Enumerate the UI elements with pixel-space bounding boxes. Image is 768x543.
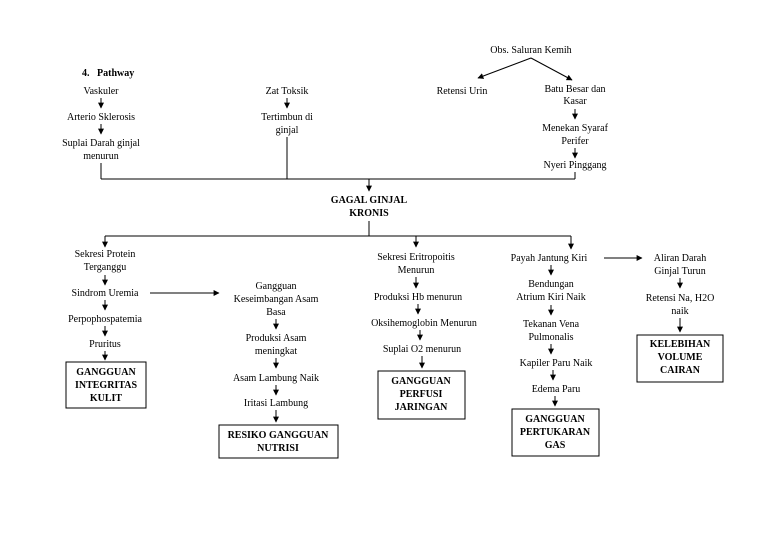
box-pertukaran-gas [511, 408, 600, 457]
node-sekresi-protein-1: Sekresi Protein [75, 249, 136, 260]
node-produksi-hb: Produksi Hb menurun [374, 292, 462, 303]
node-vaskuler: Vaskuler [84, 86, 120, 97]
node-batu-2: Kasar [563, 96, 587, 107]
box-resiko-nutrisi [218, 424, 339, 459]
box-resiko-nutrisi-2: NUTRISI [257, 443, 299, 454]
node-tekanan-vena-2: Pulmonalis [528, 332, 573, 343]
node-menekan-2: Perifer [561, 136, 589, 147]
node-aliran-darah-2: Ginjal Turun [654, 266, 705, 277]
node-bendungan-1: Bendungan [528, 279, 574, 290]
box-perfusi-jaringan-2: PERFUSI [400, 389, 443, 400]
node-obs: Obs. Saluran Kemih [490, 45, 571, 56]
node-tekanan-vena-1: Tekanan Vena [523, 319, 580, 330]
node-gangguan-asam-1: Gangguan [255, 281, 296, 292]
node-sekresi-eritro-1: Sekresi Eritropoitis [377, 252, 455, 263]
node-sindrom-uremia: Sindrom Uremia [72, 288, 139, 299]
box-perfusi-jaringan [377, 370, 466, 420]
box-pertukaran-gas-1: GANGGUAN [525, 414, 585, 425]
node-iritasi-lambung: Iritasi Lambung [244, 398, 308, 409]
box-integritas-kulit [65, 361, 147, 409]
node-sekresi-eritro-2: Menurun [398, 265, 435, 276]
node-produksi-asam-2: meningkat [255, 346, 297, 357]
node-bendungan-2: Atrium Kiri Naik [516, 292, 585, 303]
box-perfusi-jaringan-3: JARINGAN [395, 402, 449, 413]
box-kelebihan-volume-2: VOLUME [658, 352, 703, 363]
box-pertukaran-gas-2: PERTUKARAN [520, 427, 591, 438]
node-retensi-na-2: naik [671, 306, 688, 317]
node-nyeri: Nyeri Pinggang [543, 160, 606, 171]
node-kapiler-paru: Kapiler Paru Naik [520, 358, 593, 369]
node-menekan-1: Menekan Syaraf [542, 123, 608, 134]
box-integritas-kulit-3: KULIT [90, 393, 123, 404]
node-perpophospatemia: Perpophospatemia [68, 314, 142, 325]
arrow-obs-batu [530, 57, 573, 81]
node-suplai-2: menurun [83, 151, 119, 162]
node-tertimbun-1: Tertimbun di [261, 112, 313, 123]
box-kelebihan-volume-1: KELEBIHAN [650, 339, 711, 350]
node-suplai-1: Suplai Darah ginjal [62, 138, 140, 149]
node-tertimbun-2: ginjal [276, 125, 299, 136]
box-kelebihan-volume-3: CAIRAN [660, 365, 701, 376]
node-arterio: Arterio Sklerosis [67, 112, 135, 123]
node-gangguan-asam-2: Keseimbangan Asam [234, 294, 319, 305]
node-aliran-darah-1: Aliran Darah [654, 253, 706, 264]
node-asam-lambung: Asam Lambung Naik [233, 373, 319, 384]
node-payah-jantung: Payah Jantung Kiri [511, 253, 588, 264]
node-edema-paru: Edema Paru [532, 384, 581, 395]
node-oksihemoglobin: Oksihemoglobin Menurun [371, 318, 477, 329]
box-resiko-nutrisi-1: RESIKO GANGGUAN [228, 430, 330, 441]
node-pruritus: Pruritus [89, 339, 121, 350]
node-gangguan-asam-3: Basa [266, 307, 286, 318]
section-title: Pathway [97, 68, 134, 79]
arrow-obs-retensi [477, 57, 532, 79]
node-batu-1: Batu Besar dan [544, 84, 605, 95]
node-retensi-urin: Retensi Urin [437, 86, 488, 97]
box-integritas-kulit-2: INTEGRITAS [75, 380, 137, 391]
node-gagal-ginjal-2: KRONIS [349, 208, 389, 219]
node-gagal-ginjal-1: GAGAL GINJAL [331, 195, 408, 206]
node-zat-toksik: Zat Toksik [266, 86, 309, 97]
node-retensi-na-1: Retensi Na, H2O [646, 293, 715, 304]
node-sekresi-protein-2: Terganggu [84, 262, 126, 273]
box-integritas-kulit-1: GANGGUAN [76, 367, 136, 378]
node-suplai-o2: Suplai O2 menurun [383, 344, 461, 355]
node-produksi-asam-1: Produksi Asam [246, 333, 307, 344]
box-pertukaran-gas-3: GAS [545, 440, 566, 451]
box-kelebihan-volume [636, 334, 724, 383]
box-perfusi-jaringan-1: GANGGUAN [391, 376, 451, 387]
section-number: 4. [82, 68, 90, 79]
